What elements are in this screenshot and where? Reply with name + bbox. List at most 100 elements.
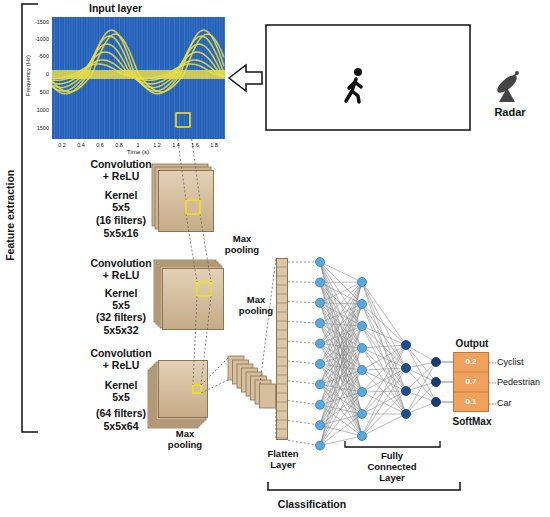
receptive-field <box>186 200 200 214</box>
micro-doppler-curve <box>52 52 224 84</box>
class-probability: 0.1 <box>454 397 488 406</box>
layer-type: Convolution + ReLU <box>87 257 155 281</box>
layer-title: Input layer <box>89 2 189 14</box>
flatten-cell <box>276 285 288 286</box>
axis-tick: 1 <box>131 142 145 148</box>
axis-tick: 0.2 <box>55 142 69 148</box>
connection-line <box>320 436 362 446</box>
axis-tick: 1.8 <box>207 142 221 148</box>
axis-tick: 1000 <box>33 107 49 113</box>
connection-line <box>320 304 362 446</box>
connection-line <box>362 391 406 414</box>
connection-line <box>362 345 406 414</box>
conv-block: Convolution + ReLUKernel 5x5(64 filters)… <box>158 360 208 418</box>
neuron <box>316 278 325 287</box>
connection-line <box>362 326 406 414</box>
micro-doppler-curve <box>52 60 224 80</box>
flatten-cell <box>276 276 288 277</box>
axis-tick: 1.2 <box>150 142 164 148</box>
layer-type: Convolution + ReLU <box>87 158 155 182</box>
connection-line <box>320 282 362 436</box>
connection-line <box>320 370 362 446</box>
flatten-cell <box>276 429 288 430</box>
projection-line <box>201 358 228 385</box>
neuron <box>358 366 367 375</box>
neuron <box>358 344 367 353</box>
flatten-cell <box>276 375 288 376</box>
class-probability: 0.2 <box>454 357 488 366</box>
connection-line <box>362 348 406 391</box>
activation-name: SoftMax <box>444 416 500 428</box>
neuron <box>316 400 325 409</box>
connection-line <box>320 282 362 414</box>
connection-line <box>320 262 362 414</box>
class-leader <box>489 363 496 364</box>
flatten-cell <box>276 357 288 358</box>
connection-line <box>320 282 362 364</box>
connection-line <box>362 345 406 392</box>
radar-icon <box>495 71 520 102</box>
axis-tick: 1.6 <box>188 142 202 148</box>
neuron <box>358 278 367 287</box>
projection-line <box>193 296 197 385</box>
kernel-size: Kernel 5x5 <box>100 287 142 311</box>
flatten-cell <box>276 438 288 439</box>
hollow-arrow <box>229 65 262 91</box>
connection-line <box>362 326 406 368</box>
connection-line <box>362 345 406 436</box>
connection-line <box>362 370 406 391</box>
neuron <box>316 258 325 267</box>
axis-tick: -1500 <box>33 19 49 25</box>
neuron <box>402 364 411 373</box>
section-label: Classification <box>262 498 362 510</box>
axis-title: Frequency (Hz) <box>25 41 32 111</box>
projection-line <box>176 127 186 200</box>
connection-line <box>406 382 436 414</box>
output-cell-divider <box>453 372 489 373</box>
radar-feed <box>507 74 516 84</box>
flatten-cell <box>276 267 288 268</box>
neuron <box>432 358 441 367</box>
projection-line <box>276 408 277 440</box>
neuron <box>316 360 325 369</box>
receptive-field <box>197 282 211 296</box>
flatten-cell <box>276 411 288 412</box>
projection-line <box>200 214 211 282</box>
spectrogram-background <box>52 17 225 139</box>
filter-count: (16 filters) <box>87 214 155 226</box>
neuron <box>402 387 411 396</box>
connection-line <box>320 370 362 425</box>
flatten-cell <box>276 393 288 394</box>
connection-line <box>362 345 406 348</box>
flatten-cell <box>276 420 288 421</box>
neuron <box>316 421 325 430</box>
class-name: Pedestrian <box>497 377 549 387</box>
neuron <box>402 410 411 419</box>
output-title: Output <box>444 338 500 350</box>
connection-line <box>362 392 406 414</box>
radar-dish <box>495 72 520 95</box>
connection-line <box>362 368 406 436</box>
connection-line <box>320 282 362 446</box>
connection-line <box>320 282 362 384</box>
connection-line <box>320 370 362 384</box>
flatten-cell <box>276 339 288 340</box>
kernel-size: Kernel 5x5 <box>100 379 142 403</box>
axis-tick: 1.4 <box>169 142 183 148</box>
connection-line <box>320 414 362 446</box>
pedestrian-icon <box>346 68 362 102</box>
connection-line <box>320 344 362 392</box>
flatten-cell <box>276 303 288 304</box>
pooled-map <box>260 384 276 408</box>
section-label: Feature extraction <box>4 105 17 325</box>
kernel-size: Kernel 5x5 <box>100 189 142 213</box>
axis-tick: 0.8 <box>112 142 126 148</box>
axis-title: Time (s) <box>118 149 158 156</box>
filter-count: (64 filters) <box>87 407 155 419</box>
micro-doppler-curve <box>52 30 224 94</box>
connection-line <box>320 282 362 283</box>
flatten-cell <box>276 402 288 403</box>
class-probability: 0.7 <box>454 377 488 386</box>
connection-line <box>320 326 362 446</box>
projection-line <box>201 380 228 393</box>
